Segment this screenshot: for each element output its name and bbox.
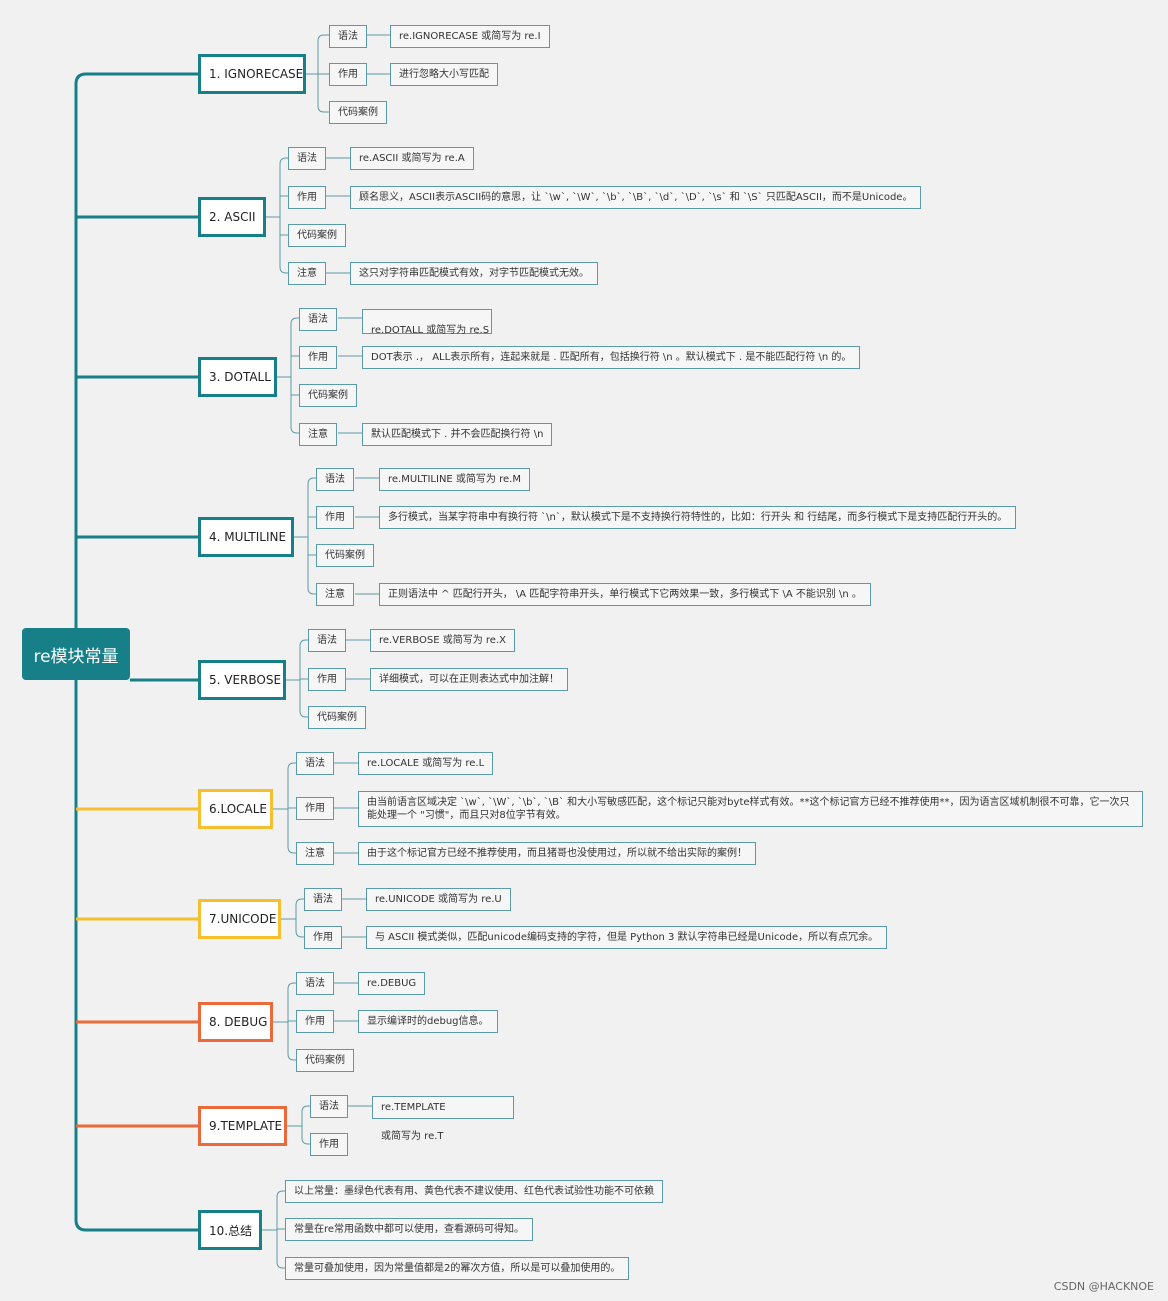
debug-use-label[interactable]: 作用 [296,1010,334,1033]
ascii-use[interactable]: 顾名思义，ASCII表示ASCII码的意思，让 `\w`, `\W`, `\b`… [350,186,922,209]
template-use-label[interactable]: 作用 [310,1133,348,1156]
branch-multiline[interactable]: 4. MULTILINE [198,517,294,557]
locale-use[interactable]: 由当前语言区域决定 `\w`, `\W`, `\b`, `\B` 和大小写敏感匹… [358,791,1143,827]
ascii-note-label[interactable]: 注意 [288,262,326,285]
multiline-note-label[interactable]: 注意 [316,583,354,606]
branch-verbose[interactable]: 5. VERBOSE [198,660,286,700]
summary-item[interactable]: 常量可叠加使用，因为常量值都是2的幂次方值，所以是可以叠加使用的。 [285,1257,630,1280]
ascii-use-label[interactable]: 作用 [288,186,326,209]
branch-ascii[interactable]: 2. ASCII [198,197,266,237]
verbose-use[interactable]: 详细模式，可以在正则表达式中加注解！ [370,668,568,691]
multiline-use-label[interactable]: 作用 [316,506,354,529]
dotall-use[interactable]: DOT表示 .， ALL表示所有，连起来就是 . 匹配所有，包括换行符 \n 。… [362,346,861,369]
dotall-example-label[interactable]: 代码案例 [299,384,357,407]
locale-note[interactable]: 由于这个标记官方已经不推荐使用，而且猪哥也没使用过，所以就不给出实际的案例！ [358,842,756,865]
template-syntax-label[interactable]: 语法 [310,1095,348,1118]
branch-debug[interactable]: 8. DEBUG [198,1002,273,1042]
ascii-syntax[interactable]: re.ASCII 或简写为 re.A [350,147,474,170]
ignorecase-example-label[interactable]: 代码案例 [329,101,387,124]
dotall-syntax[interactable]: re.DOTALL 或简写为 re.S [362,309,492,336]
multiline-syntax[interactable]: re.MULTILINE 或简写为 re.M [379,468,530,491]
ignorecase-use[interactable]: 进行忽略大小写匹配 [390,63,498,86]
debug-example-label[interactable]: 代码案例 [296,1049,354,1072]
ignorecase-syntax[interactable]: re.IGNORECASE 或简写为 re.I [390,25,550,48]
dotall-syntax-label[interactable]: 语法 [299,308,337,331]
branch-ignorecase[interactable]: 1. IGNORECASE [198,54,306,94]
dotall-note-label[interactable]: 注意 [299,423,337,446]
root-node[interactable]: re模块常量 [22,628,130,680]
debug-syntax[interactable]: re.DEBUG [358,972,426,995]
ignorecase-use-label[interactable]: 作用 [329,63,367,86]
debug-syntax-label[interactable]: 语法 [296,972,334,995]
verbose-syntax-label[interactable]: 语法 [308,629,346,652]
ascii-note[interactable]: 这只对字符串匹配模式有效，对字节匹配模式无效。 [350,262,598,285]
dotall-note[interactable]: 默认匹配模式下 . 并不会匹配换行符 \n [362,423,553,446]
verbose-example-label[interactable]: 代码案例 [308,706,366,729]
locale-note-label[interactable]: 注意 [296,842,334,865]
branch-template[interactable]: 9.TEMPLATE [198,1106,287,1146]
ignorecase-syntax-label[interactable]: 语法 [329,25,367,48]
branch-unicode[interactable]: 7.UNICODE [198,899,281,939]
verbose-use-label[interactable]: 作用 [308,668,346,691]
ascii-example-label[interactable]: 代码案例 [288,224,346,247]
unicode-use-label[interactable]: 作用 [304,926,342,949]
verbose-syntax[interactable]: re.VERBOSE 或简写为 re.X [370,629,515,652]
ascii-syntax-label[interactable]: 语法 [288,147,326,170]
branch-dotall[interactable]: 3. DOTALL [198,357,277,397]
locale-use-label[interactable]: 作用 [296,797,334,820]
template-syntax-extra: 或简写为 re.T [381,1131,444,1142]
watermark: CSDN @HACKNOE [1053,1280,1154,1293]
branch-locale[interactable]: 6.LOCALE [198,789,273,829]
dotall-use-label[interactable]: 作用 [299,346,337,369]
template-syntax[interactable]: re.TEMPLATE [372,1096,514,1119]
multiline-use[interactable]: 多行模式，当某字符串中有换行符 `\n`，默认模式下是不支持换行符特性的，比如：… [379,506,1017,529]
summary-item[interactable]: 常量在re常用函数中都可以使用，查看源码可得知。 [285,1218,534,1241]
unicode-use[interactable]: 与 ASCII 模式类似，匹配unicode编码支持的字符，但是 Python … [366,926,888,949]
unicode-syntax-label[interactable]: 语法 [304,888,342,911]
debug-use[interactable]: 显示编译时的debug信息。 [358,1010,498,1033]
locale-syntax-label[interactable]: 语法 [296,752,334,775]
multiline-note[interactable]: 正则语法中 ^ 匹配行开头， \A 匹配字符串开头，单行模式下它两效果一致，多行… [379,583,871,606]
multiline-example-label[interactable]: 代码案例 [316,544,374,567]
locale-syntax[interactable]: re.LOCALE 或简写为 re.L [358,752,494,775]
branch-summary[interactable]: 10.总结 [198,1210,262,1250]
summary-item[interactable]: 以上常量：墨绿色代表有用、黄色代表不建议使用、红色代表试验性功能不可依赖 [285,1180,663,1203]
multiline-syntax-label[interactable]: 语法 [316,468,354,491]
unicode-syntax[interactable]: re.UNICODE 或简写为 re.U [366,888,511,911]
